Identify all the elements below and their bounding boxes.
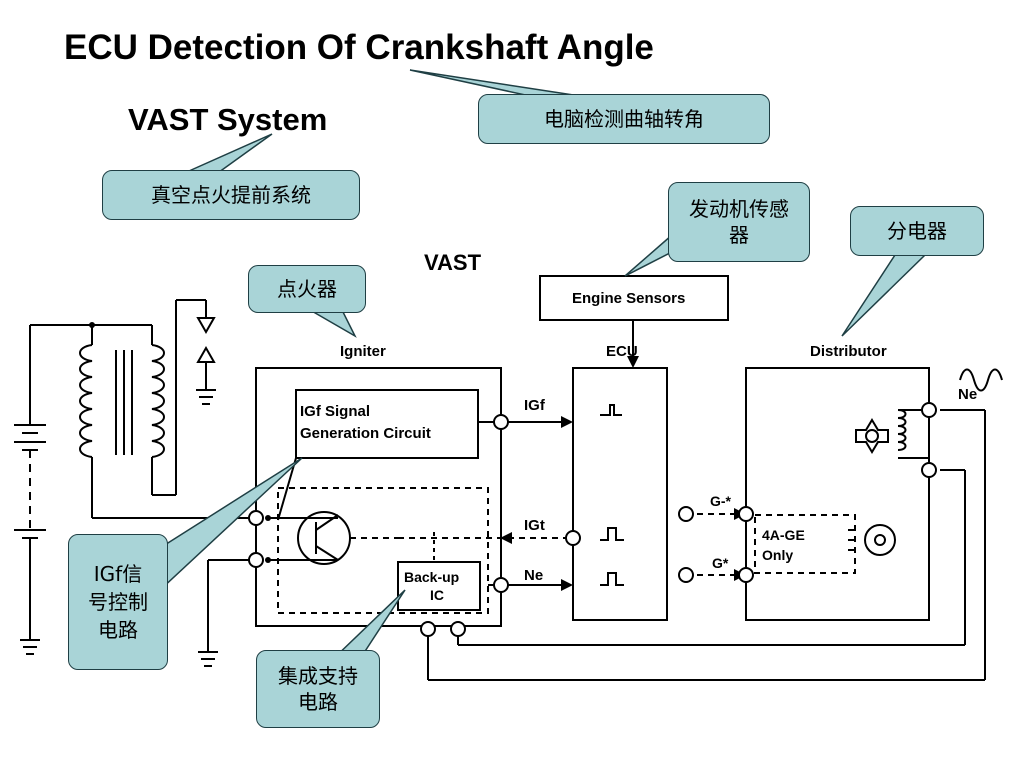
vast-heading: VAST	[424, 250, 482, 275]
callout-backup-ic-chinese: 集成支持电路	[256, 650, 380, 728]
callout-distributor-chinese: 分电器	[850, 206, 984, 256]
callout-title-chinese: 电脑检测曲轴转角	[478, 94, 770, 144]
backup-ic-label-line2: IC	[430, 587, 444, 603]
g-neg-signal-label: G-*	[710, 493, 732, 509]
igniter-label: Igniter	[340, 343, 386, 360]
g-signal-label: G*	[712, 555, 729, 571]
slide-subtitle: VAST System	[128, 102, 328, 137]
distributor-box	[745, 367, 930, 621]
callout-igf-circuit-chinese: IGf信号控制电路	[68, 534, 168, 670]
igf-circuit-box	[295, 389, 479, 459]
igf-signal-label: IGf	[524, 397, 546, 414]
signal-rotor	[855, 418, 889, 454]
igt-signal-label: IGt	[524, 517, 545, 534]
ne-signal-label: Ne	[524, 567, 543, 584]
igf-circuit-label-line2: Generation Circuit	[300, 425, 431, 442]
engine-sensors-label: Engine Sensors	[572, 290, 685, 307]
ne-pickup-label: Ne	[958, 386, 977, 403]
ecu-label: ECU	[606, 343, 638, 360]
transistor-symbol	[297, 511, 351, 565]
backup-ic-box	[397, 561, 481, 611]
callout-igniter-chinese: 点火器	[248, 265, 366, 313]
ecu-box	[572, 367, 668, 621]
ignition-coil	[79, 299, 216, 518]
4age-only-box	[754, 514, 856, 574]
only-label-line2: Only	[762, 547, 793, 563]
slide-title: ECU Detection Of Crankshaft Angle	[64, 28, 654, 67]
igf-circuit-label-line1: IGf Signal	[300, 403, 370, 420]
callout-engine-sensors-chinese: 发动机传感器	[668, 182, 810, 262]
callout-vast-chinese: 真空点火提前系统	[102, 170, 360, 220]
backup-ic-label-line1: Back-up	[404, 569, 459, 585]
distributor-label: Distributor	[810, 343, 887, 360]
only-label-line1: 4A-GE	[762, 527, 805, 543]
